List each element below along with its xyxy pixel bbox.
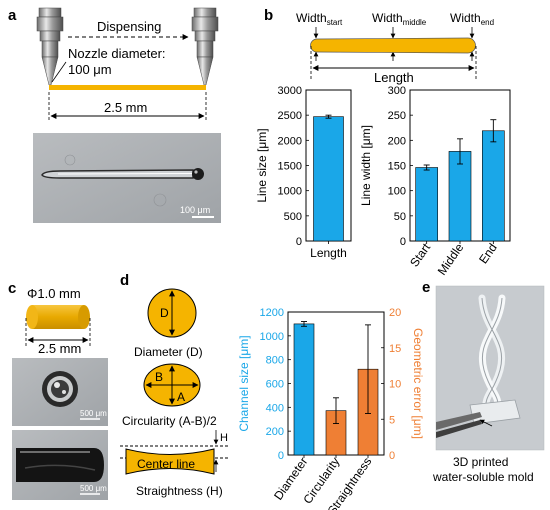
y-tick-label: 200 (388, 135, 406, 147)
x-tick-label: Middle (435, 240, 467, 277)
nozzle-right-icon (191, 7, 219, 86)
y-tick-label: 0 (296, 236, 302, 248)
panel-b-letter: b (264, 7, 273, 24)
panel-b: b Widthstart Widthmiddle Widthend Length (264, 7, 494, 85)
a-letter: A (177, 390, 185, 404)
y-tick-label: 2000 (278, 135, 302, 147)
y-tick-label: 50 (394, 211, 406, 223)
panel-a: a Dispensing Nozzle diameter: 100 μm 2. (8, 7, 221, 223)
y-axis-label: Line size [μm] (255, 128, 269, 202)
y-tick-label: 300 (388, 85, 406, 97)
cross-section-photo: 500 μm (12, 358, 108, 426)
nozzle-diameter-value: 100 μm (68, 62, 112, 77)
mold-caption-1: 3D printed (453, 455, 508, 469)
nozzle-left-icon (36, 7, 64, 86)
y-tick-label: 0 (278, 450, 284, 462)
dispensing-label: Dispensing (97, 19, 161, 34)
bar (448, 151, 472, 242)
panel-c-letter: c (8, 280, 16, 297)
circularity-icon: A B (143, 363, 201, 407)
y-tick-label: 1000 (260, 331, 284, 343)
bar (415, 167, 438, 242)
y-tick-label: 200 (266, 426, 284, 438)
width-middle-label: Widthmiddle (372, 11, 427, 27)
line-micrograph: 100 μm (33, 133, 221, 223)
y-axis-label: Channel size [μm] (237, 335, 251, 431)
diameter-icon: D (147, 288, 197, 338)
straightness-label: Straightness (H) (136, 484, 223, 498)
side-view-photo: 500 μm (12, 430, 108, 500)
y-tick-label: 600 (266, 379, 284, 391)
y2-tick-label: 10 (389, 379, 401, 391)
b-letter: B (155, 370, 163, 384)
y-tick-label: 150 (388, 161, 406, 173)
mold-caption-2: water-soluble mold (432, 470, 534, 484)
line-shape (310, 37, 476, 54)
y-tick-label: 800 (266, 355, 284, 367)
nozzle-pointer (51, 61, 67, 83)
cylinder-icon (26, 305, 90, 329)
straightness-icon: H Center line (120, 430, 228, 475)
y-tick-label: 500 (284, 211, 302, 223)
bar (293, 323, 315, 456)
y-tick-label: 2500 (278, 110, 302, 122)
y-tick-label: 3000 (278, 85, 302, 97)
panel-e-letter: e (422, 279, 430, 296)
printed-line (49, 85, 206, 90)
panel-e: e 3D printed water-soluble mold (422, 279, 545, 484)
mold-photo (435, 285, 545, 451)
y-tick-label: 1500 (278, 161, 302, 173)
y-tick-label: 100 (388, 186, 406, 198)
circularity-label: Circularity (A-B)/2 (122, 414, 217, 428)
y-tick-label: 1200 (260, 307, 284, 319)
y-axis-label: Line width [μm] (359, 125, 373, 206)
panel-c: c Φ1.0 mm 2.5 mm 500 μm (8, 280, 108, 500)
y-tick-label: 250 (388, 110, 406, 122)
scale-label-a: 100 μm (180, 205, 210, 215)
bar (313, 116, 344, 242)
y-tick-label: 1000 (278, 186, 302, 198)
width-end-label: Widthend (450, 11, 494, 27)
y2-axis-label: Geometric error [μm] (411, 328, 425, 439)
width-start-label: Widthstart (296, 11, 343, 27)
diameter-label: Diameter (D) (134, 345, 203, 359)
d-letter: D (160, 306, 169, 320)
y2-tick-label: 5 (389, 414, 395, 426)
y2-tick-label: 15 (389, 343, 401, 355)
panel-d-letter: d (120, 272, 129, 289)
x-tick-label: Length (310, 246, 347, 260)
cylinder-length-label: 2.5 mm (38, 341, 81, 356)
center-line-label: Center line (137, 457, 195, 471)
h-letter: H (220, 432, 228, 444)
panel-a-letter: a (8, 7, 17, 24)
phi-label: Φ1.0 mm (27, 286, 81, 301)
y-tick-label: 400 (266, 402, 284, 414)
scale-label-c1: 500 μm (80, 409, 107, 418)
y-tick-label: 0 (400, 236, 406, 248)
y2-tick-label: 20 (389, 307, 401, 319)
y2-tick-label: 0 (389, 450, 395, 462)
scale-label-c2: 500 μm (80, 484, 107, 493)
panel-d: d D Diameter (D) A B Circularity (A-B)/2… (120, 272, 228, 498)
bar (482, 130, 505, 242)
line-length-label: Length (374, 70, 414, 85)
x-tick-label: Start (407, 240, 433, 269)
length-label: 2.5 mm (104, 100, 147, 115)
nozzle-diameter-label: Nozzle diameter: (68, 46, 166, 61)
x-tick-label: End (476, 241, 500, 267)
